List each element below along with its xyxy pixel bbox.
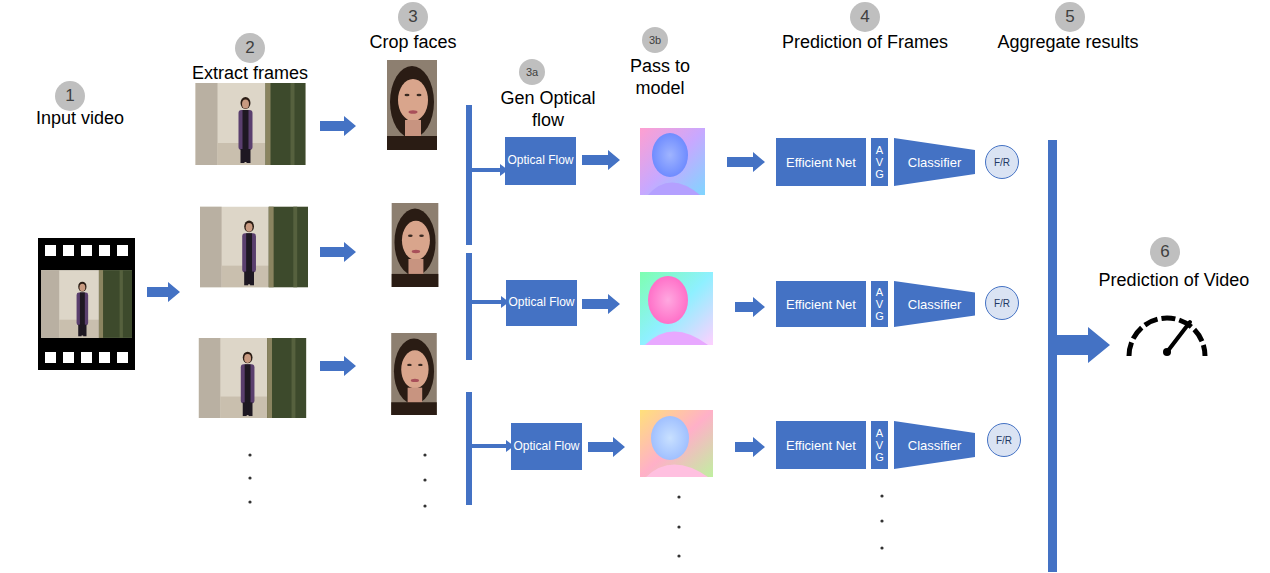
callout-number: 3b	[642, 27, 668, 53]
output-circle: F/R	[985, 145, 1019, 179]
output-circle: F/R	[985, 286, 1019, 320]
step-label: Extract frames	[175, 63, 325, 85]
classifier-trapezoid: Classifier	[894, 421, 975, 469]
node-text: AVG	[874, 427, 885, 463]
process-box: Optical Flow	[506, 280, 577, 326]
pooling-box: AVG	[871, 138, 888, 186]
step-label: Gen Optical flow	[491, 88, 605, 131]
network-box: Efficient Net	[776, 138, 866, 186]
node-text: Classifier	[908, 155, 961, 170]
node-text: Efficient Net	[786, 155, 856, 170]
node-text: F/R	[994, 298, 1010, 309]
callout-number: 2	[235, 33, 265, 63]
network-box: Efficient Net	[776, 421, 866, 469]
node-text: Classifier	[908, 438, 961, 453]
step-label: Pass to model	[622, 56, 698, 99]
node-text: Optical Flow	[507, 154, 573, 168]
step-label: Aggregate results	[983, 32, 1153, 54]
classifier-trapezoid: Classifier	[894, 281, 975, 327]
step-label: Input video	[20, 108, 140, 130]
pooling-box: AVG	[871, 281, 888, 327]
callout-number: 1	[55, 81, 85, 111]
callout-number: 6	[1150, 237, 1180, 267]
node-text: Classifier	[908, 297, 961, 312]
node-text: AVG	[874, 286, 885, 322]
node-text: Optical Flow	[508, 296, 574, 310]
node-text: F/R	[994, 157, 1010, 168]
step-label: Prediction of Frames	[770, 32, 960, 54]
node-text: F/R	[996, 435, 1012, 446]
classifier-trapezoid: Classifier	[894, 138, 975, 186]
step-label: Prediction of Video	[1086, 270, 1262, 292]
node-text: Optical Flow	[513, 440, 579, 454]
output-circle: F/R	[987, 423, 1021, 457]
node-text: Efficient Net	[786, 297, 856, 312]
node-text: AVG	[874, 144, 885, 180]
process-box: Optical Flow	[505, 137, 576, 185]
network-box: Efficient Net	[776, 281, 866, 327]
callout-number: 5	[1055, 2, 1085, 32]
callout-number: 3	[398, 2, 428, 32]
step-label: Crop faces	[353, 32, 473, 54]
callout-number: 3a	[519, 59, 545, 85]
callout-number: 4	[850, 2, 880, 32]
pooling-box: AVG	[871, 421, 888, 469]
node-text: Efficient Net	[786, 438, 856, 453]
process-box: Optical Flow	[511, 423, 582, 470]
